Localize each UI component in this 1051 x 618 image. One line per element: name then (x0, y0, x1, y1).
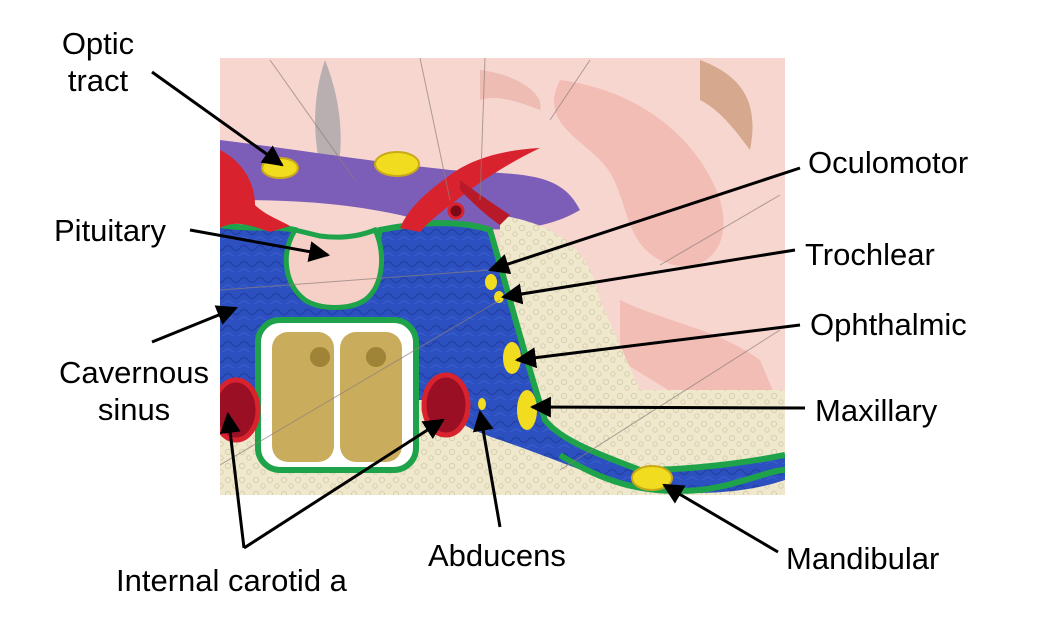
optic-tract-right (374, 151, 420, 177)
abducens-nerve (478, 398, 486, 410)
trochlear-nerve (494, 291, 504, 303)
arrow-carotid-right (243, 418, 445, 550)
label-cavernous-sinus-line2: sinus (97, 392, 171, 428)
arrow-trochlear (500, 248, 796, 305)
mandibular-nerve (631, 465, 673, 491)
label-maxillary: Maxillary (815, 393, 938, 428)
maxillary-nerve (517, 390, 537, 430)
sinus-ostium-left (310, 347, 330, 367)
arrows (151, 70, 806, 554)
label-pituitary: Pituitary (54, 213, 166, 248)
temporal-lobe-fold (554, 80, 724, 267)
anatomy-panel (220, 58, 785, 495)
sinus-ostium-right (366, 347, 386, 367)
label-cavernous-sinus: Cavernous sinus (44, 354, 224, 428)
arrow-cavernous-sinus (151, 305, 238, 344)
brain-fold-top (480, 70, 541, 110)
label-ophthalmic: Ophthalmic (810, 307, 967, 342)
label-optic-tract-line2: tract (67, 63, 129, 99)
anterior-cerebral-artery-left (220, 150, 290, 232)
ophthalmic-artery (447, 202, 465, 220)
pituitary-gland (283, 226, 385, 310)
posterior-communicating-artery (460, 180, 510, 225)
label-optic-tract: Optic tract (48, 25, 148, 99)
arrow-carotid-left (219, 411, 246, 549)
arrow-pituitary (189, 228, 331, 262)
optic-tract-left (261, 157, 299, 179)
lateral-ventricle-horn (700, 60, 753, 150)
oculomotor-nerve (485, 274, 497, 290)
label-cavernous-sinus-line1: Cavernous (59, 355, 209, 390)
internal-carotid-right (421, 372, 471, 438)
label-internal-carotid: Internal carotid a (116, 563, 347, 598)
label-oculomotor: Oculomotor (808, 145, 969, 180)
arrow-mandibular (662, 483, 779, 554)
label-abducens: Abducens (428, 538, 566, 573)
label-optic-tract-line1: Optic (61, 26, 135, 61)
arrow-optic-tract (151, 70, 284, 167)
label-trochlear: Trochlear (805, 237, 935, 272)
arrow-abducens (472, 409, 502, 528)
sphenoid-sinus-right (340, 332, 402, 462)
atlas-leader-lines (220, 58, 781, 471)
label-mandibular: Mandibular (786, 541, 940, 576)
arrow-ophthalmic (514, 323, 801, 369)
arrow-oculomotor (488, 166, 801, 275)
dura-mater-lower (558, 452, 785, 494)
ophthalmic-nerve (503, 342, 521, 374)
arrow-maxillary (529, 396, 806, 418)
